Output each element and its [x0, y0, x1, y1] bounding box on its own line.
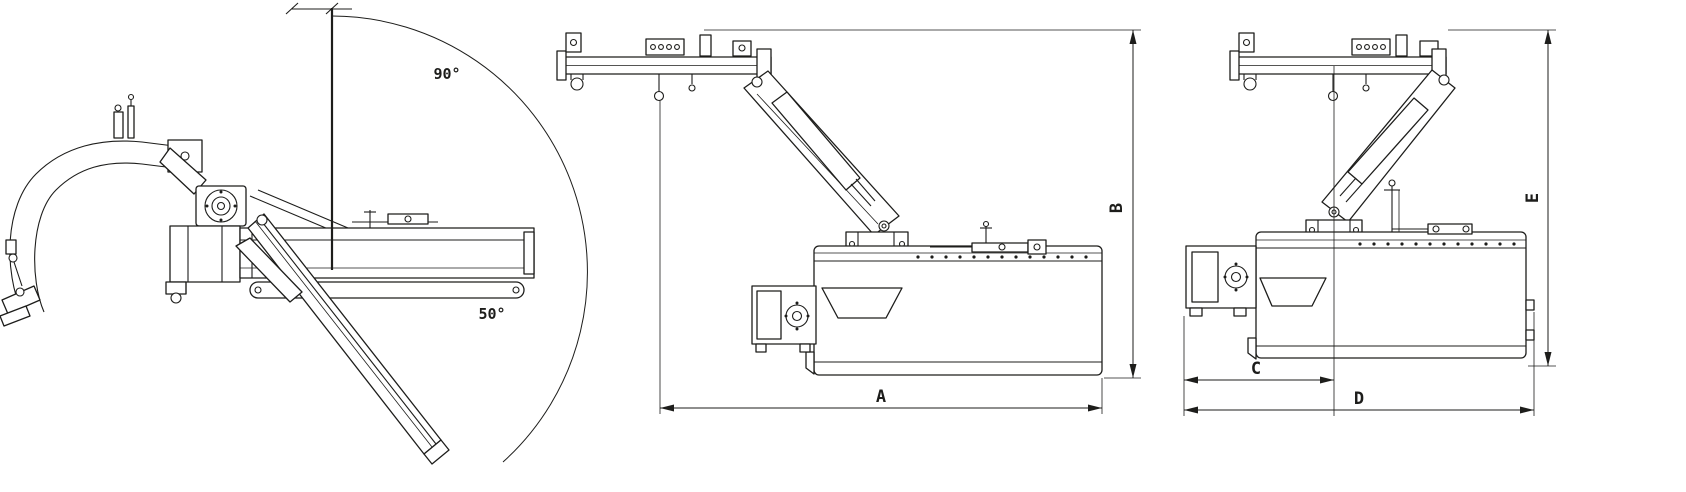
mower-deck-right: [1247, 179, 1535, 360]
angle-50-label: 50°: [478, 305, 505, 323]
rotation-arc: [331, 15, 588, 463]
dimension-e: E: [1448, 29, 1556, 367]
gearbox: [159, 147, 349, 304]
left-view-angles: 90° 50°: [0, 2, 588, 465]
dim-d-label: D: [1354, 389, 1364, 409]
mounting-beam: [556, 32, 772, 102]
mower-deck-tilted: [235, 213, 450, 465]
dim-b-label: B: [1107, 203, 1127, 213]
right-view: C D E: [1183, 29, 1556, 416]
dim-c-label: C: [1251, 359, 1261, 379]
dim-a-label: A: [876, 387, 886, 407]
dimension-d: D: [1184, 312, 1535, 416]
dimension-c: C: [1183, 66, 1335, 416]
dim-e-label: E: [1523, 193, 1543, 203]
side-motor-right: [1185, 245, 1257, 317]
boom-arm-folded: [1297, 69, 1456, 249]
vertical-reference-line: [285, 2, 352, 270]
mounting-beam-right: [1229, 32, 1447, 102]
mower-deck: [805, 220, 1103, 376]
dimension-b: B: [704, 29, 1141, 379]
side-motor: [751, 285, 817, 353]
angle-90-label: 90°: [433, 65, 460, 83]
boom-arm: [743, 70, 917, 267]
middle-view: A B: [556, 29, 1141, 414]
dimension-a: A: [659, 100, 1103, 414]
boom-end-head: [0, 239, 41, 327]
